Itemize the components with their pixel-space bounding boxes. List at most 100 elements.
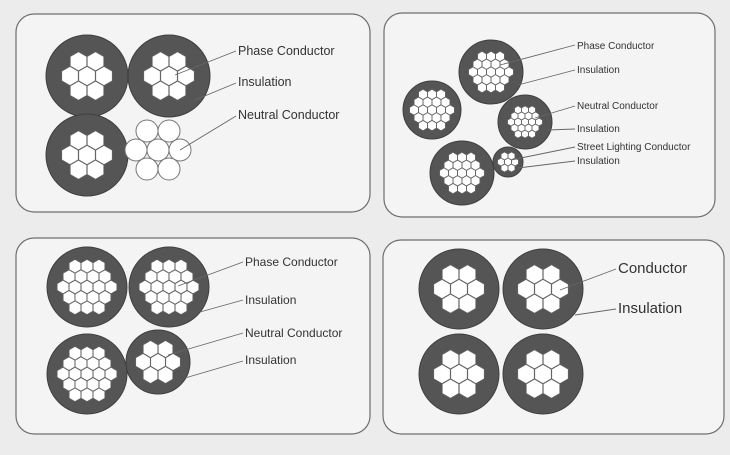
strand: [534, 364, 552, 384]
strand: [156, 269, 170, 284]
strand: [156, 290, 170, 305]
strand: [61, 66, 79, 86]
strand: [62, 377, 76, 392]
strand: [86, 269, 100, 284]
panel-4-label-insulation: Insulation: [618, 300, 682, 317]
strand: [150, 279, 164, 295]
strand: [68, 300, 82, 315]
leader-line: [559, 268, 617, 291]
strand: [68, 387, 82, 402]
strand: [467, 279, 485, 299]
strand: [80, 300, 94, 315]
strand: [80, 366, 94, 382]
cable-9: [492, 146, 524, 178]
cable-14: [418, 248, 500, 330]
strand: [507, 163, 516, 173]
strand: [534, 279, 552, 299]
strand: [95, 66, 113, 86]
cable-cross-sections: [45, 34, 584, 415]
strand: [69, 80, 88, 101]
strand: [68, 279, 82, 295]
strand: [514, 105, 522, 115]
strand: [62, 356, 76, 371]
strand: [542, 264, 561, 285]
leader-line: [517, 69, 576, 86]
strand: [146, 138, 170, 162]
strand: [466, 183, 476, 195]
strand: [433, 364, 451, 384]
strand: [74, 377, 88, 392]
strand: [69, 51, 88, 72]
panel-2-label-phase-conductor: Phase Conductor: [577, 41, 655, 52]
leader-line: [194, 82, 237, 101]
strand: [162, 279, 176, 295]
strand: [92, 279, 106, 295]
cable-12: [46, 333, 128, 415]
strand: [69, 159, 88, 180]
strand: [80, 259, 94, 274]
leader-line: [167, 332, 244, 356]
strand: [68, 259, 82, 274]
strand: [98, 290, 112, 305]
strand: [168, 290, 182, 305]
strand: [517, 364, 535, 384]
strand: [486, 50, 496, 62]
strand: [457, 151, 467, 163]
strand: [174, 259, 188, 274]
leader-line: [199, 299, 244, 313]
strand: [92, 346, 106, 361]
strand: [74, 290, 88, 305]
leader-line: [177, 261, 244, 287]
strand: [95, 145, 113, 165]
strand: [180, 290, 194, 305]
strand: [458, 378, 477, 399]
strand: [104, 366, 118, 382]
strand: [61, 145, 79, 165]
cable-1: [45, 34, 129, 118]
strand: [62, 269, 76, 284]
strand: [56, 366, 70, 382]
strand: [542, 349, 561, 370]
panel-2-label-street-lighting-conductor: Street Lighting Conductor: [577, 142, 691, 153]
cable-4: [124, 119, 192, 181]
strand: [143, 66, 161, 86]
leader-line: [517, 160, 576, 169]
strand: [507, 151, 516, 161]
strand: [477, 50, 487, 62]
strand: [157, 366, 174, 384]
strand: [150, 353, 166, 371]
strand: [92, 259, 106, 274]
strand: [436, 120, 446, 132]
strand: [551, 279, 569, 299]
strand: [98, 356, 112, 371]
strand: [517, 279, 535, 299]
strand: [80, 346, 94, 361]
strand: [168, 51, 187, 72]
strand: [528, 129, 536, 139]
cable-2: [127, 34, 211, 118]
panel-1-label-neutral-conductor: Neutral Conductor: [238, 108, 339, 122]
panel-3-label-insulation-1: Insulation: [245, 293, 296, 307]
leader-lines: [167, 44, 617, 379]
strand: [495, 82, 505, 94]
strand: [433, 279, 451, 299]
cable-8: [429, 140, 495, 206]
cable-6: [458, 39, 524, 105]
strand: [186, 279, 200, 295]
strand: [162, 300, 176, 315]
strand: [92, 300, 106, 315]
strand: [86, 80, 105, 101]
panel-1-label-phase-conductor: Phase Conductor: [238, 44, 335, 58]
strand: [458, 349, 477, 370]
strand: [92, 387, 106, 402]
panel-2-label-insulation-2: Insulation: [577, 124, 620, 135]
strand: [150, 300, 164, 315]
strand: [62, 290, 76, 305]
cable-10: [46, 246, 128, 328]
panel-1-label-insulation: Insulation: [238, 75, 292, 89]
strand: [448, 151, 458, 163]
strand: [74, 269, 88, 284]
strand: [470, 159, 481, 171]
strand: [168, 269, 182, 284]
